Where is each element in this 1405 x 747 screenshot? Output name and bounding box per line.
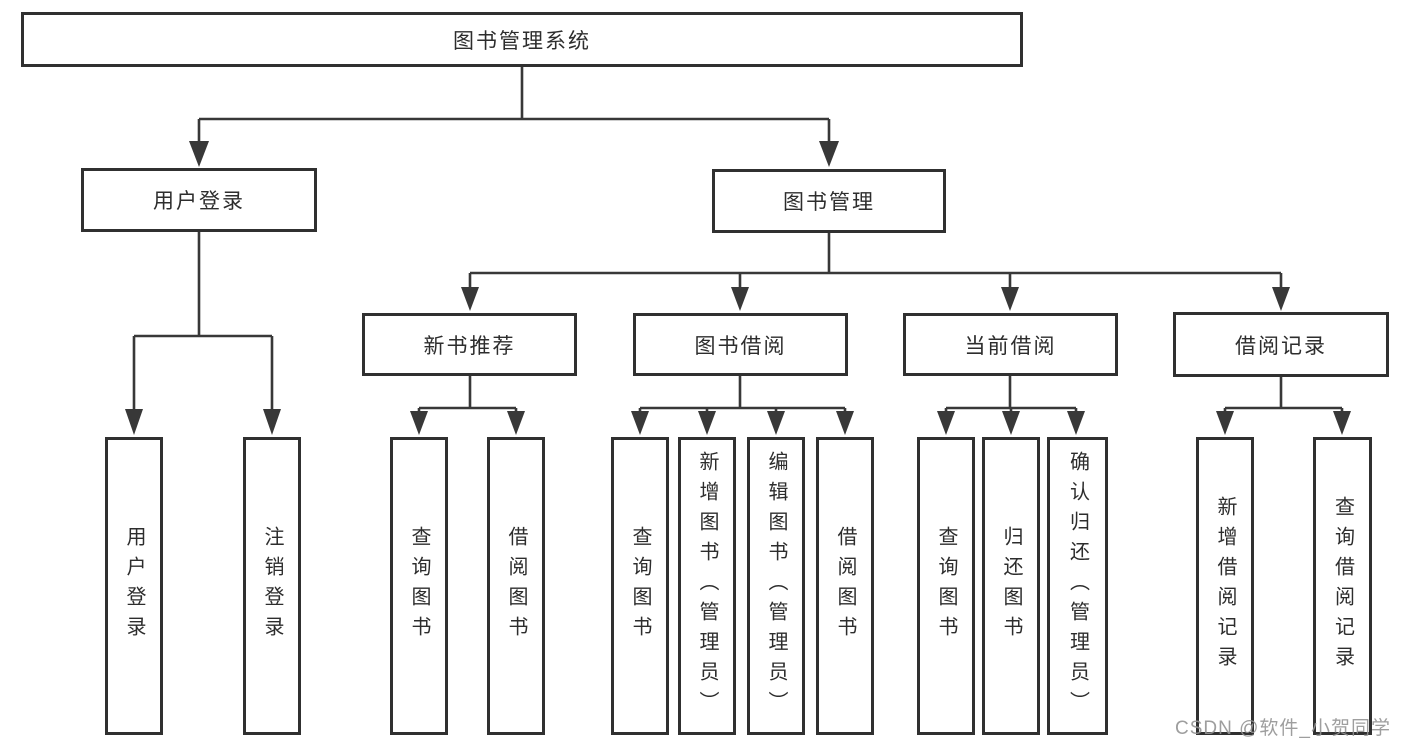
arrowhead-icon — [767, 411, 785, 435]
arrowhead-icon — [1216, 411, 1234, 435]
leaf-user-logout: 注销登录 — [243, 437, 301, 735]
leaf-recommend-query-books: 查询图书 — [390, 437, 448, 735]
node-library-system: 图书管理系统 — [21, 12, 1023, 67]
arrowhead-icon — [1067, 411, 1085, 435]
node-book-borrow-label: 图书借阅 — [694, 334, 787, 358]
arrowhead-icon — [1001, 287, 1019, 311]
arrowhead-icon — [819, 141, 839, 167]
leaf-records-query-record-label: 查询借阅记录 — [1331, 496, 1354, 676]
leaf-user-login-label: 用户登录 — [123, 526, 145, 646]
leaf-borrow-add-books-admin-label: 新增图书（管理员） — [696, 451, 718, 721]
arrowhead-icon — [125, 409, 143, 435]
leaf-borrow-query-books: 查询图书 — [611, 437, 669, 735]
arrowhead-icon — [507, 411, 525, 435]
leaf-borrow-borrow-books-label: 借阅图书 — [834, 526, 856, 646]
arrowhead-icon — [1333, 411, 1351, 435]
leaf-recommend-query-books-label: 查询图书 — [408, 526, 430, 646]
arrowhead-icon — [189, 141, 209, 167]
arrowheads — [125, 141, 1351, 435]
tree-edges — [132, 66, 1344, 412]
leaf-borrow-edit-books-admin: 编辑图书（管理员） — [747, 437, 805, 735]
node-new-book-recommend-label: 新书推荐 — [423, 334, 516, 358]
node-library-system-label: 图书管理系统 — [453, 29, 591, 53]
arrowhead-icon — [631, 411, 649, 435]
leaf-records-query-record: 查询借阅记录 — [1313, 437, 1372, 735]
leaf-borrow-query-books-label: 查询图书 — [629, 526, 651, 646]
node-book-borrow: 图书借阅 — [633, 313, 848, 376]
arrowhead-icon — [698, 411, 716, 435]
leaf-current-return-books-label: 归还图书 — [1000, 526, 1022, 646]
leaf-current-confirm-return-admin: 确认归还（管理员） — [1047, 437, 1108, 735]
node-borrow-records: 借阅记录 — [1173, 312, 1389, 377]
leaf-borrow-borrow-books: 借阅图书 — [816, 437, 874, 735]
node-user-login-label: 用户登录 — [153, 190, 245, 213]
arrowhead-icon — [1272, 287, 1290, 311]
node-book-management-label: 图书管理 — [783, 191, 875, 214]
leaf-borrow-edit-books-admin-label: 编辑图书（管理员） — [765, 451, 787, 721]
leaf-recommend-borrow-books-label: 借阅图书 — [505, 526, 527, 646]
node-current-borrow: 当前借阅 — [903, 313, 1118, 376]
arrowhead-icon — [731, 287, 749, 311]
leaf-records-add-record: 新增借阅记录 — [1196, 437, 1254, 735]
leaf-user-login: 用户登录 — [105, 437, 163, 735]
node-user-login: 用户登录 — [81, 168, 317, 232]
arrowhead-icon — [461, 287, 479, 311]
leaf-current-return-books: 归还图书 — [982, 437, 1040, 735]
node-new-book-recommend: 新书推荐 — [362, 313, 577, 376]
node-book-management: 图书管理 — [712, 169, 946, 233]
node-borrow-records-label: 借阅记录 — [1235, 334, 1327, 358]
leaf-current-query-books: 查询图书 — [917, 437, 975, 735]
leaf-records-add-record-label: 新增借阅记录 — [1214, 496, 1236, 676]
arrowhead-icon — [263, 409, 281, 435]
arrowhead-icon — [937, 411, 955, 435]
leaf-recommend-borrow-books: 借阅图书 — [487, 437, 545, 735]
leaf-user-logout-label: 注销登录 — [261, 526, 283, 646]
leaf-current-confirm-return-admin-label: 确认归还（管理员） — [1066, 451, 1089, 721]
arrowhead-icon — [836, 411, 854, 435]
arrowhead-icon — [410, 411, 428, 435]
arrowhead-icon — [1002, 411, 1020, 435]
leaf-borrow-add-books-admin: 新增图书（管理员） — [678, 437, 736, 735]
watermark: CSDN @软件_小贺同学 — [1175, 718, 1391, 739]
node-current-borrow-label: 当前借阅 — [964, 334, 1057, 358]
leaf-current-query-books-label: 查询图书 — [935, 526, 957, 646]
